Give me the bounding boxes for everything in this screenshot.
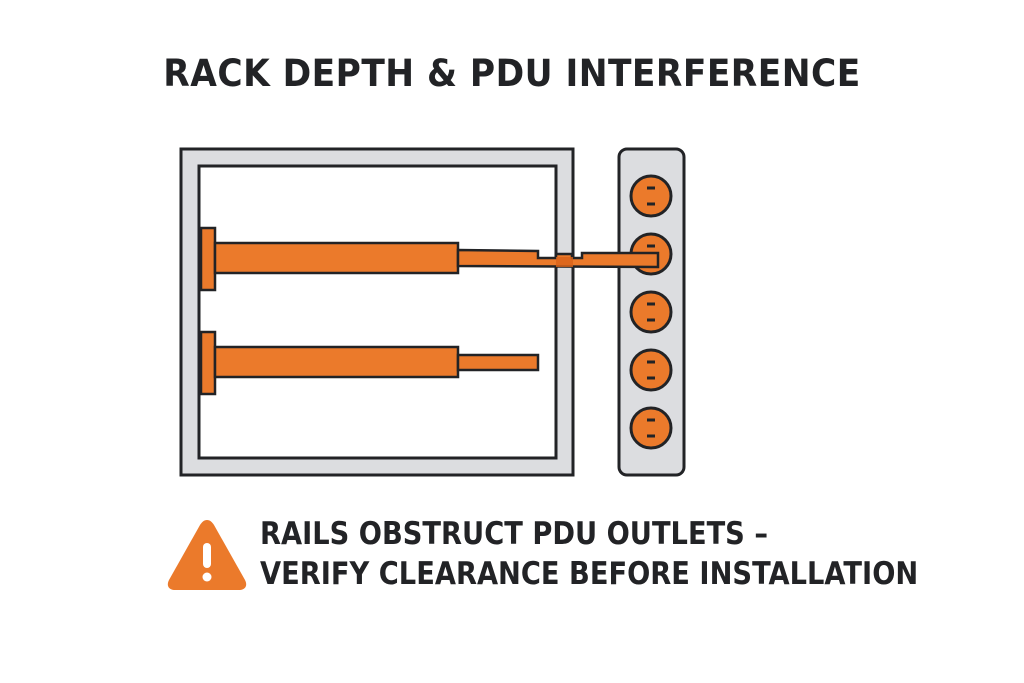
- warning-line-1: RAILS OBSTRUCT PDU OUTLETS –: [260, 516, 768, 552]
- outlet-slot: [647, 202, 655, 206]
- lower-rail-body: [213, 345, 460, 379]
- pdu-outlet: [629, 406, 673, 450]
- warning-message: RAILS OBSTRUCT PDU OUTLETS – VERIFY CLEA…: [260, 514, 918, 594]
- diagram-title: RACK DEPTH & PDU INTERFERENCE: [163, 52, 861, 95]
- outlet-slot: [647, 318, 655, 322]
- warning-triangle-icon: [167, 520, 247, 590]
- upper-rail: [199, 226, 660, 292]
- outlet-slot: [647, 434, 655, 438]
- pdu-outlet: [629, 290, 673, 334]
- warning-line-2: VERIFY CLEARANCE BEFORE INSTALLATION: [260, 556, 919, 592]
- outlet-slot: [647, 418, 655, 422]
- rack-inner-opening: [197, 164, 558, 460]
- pdu-outlet: [629, 348, 673, 392]
- rack-frame: [179, 147, 575, 477]
- outlet-slot: [647, 244, 655, 248]
- upper-rail-bracket: [199, 226, 217, 292]
- lower-rail: [199, 330, 540, 396]
- outlet-slot: [647, 186, 655, 190]
- outlet-face: [629, 290, 673, 334]
- lower-rail-extension: [456, 353, 540, 372]
- outlet-slot: [647, 376, 655, 380]
- lower-rail-bracket: [199, 330, 217, 396]
- outlet-slot: [647, 302, 655, 306]
- pdu-strip: [617, 147, 686, 477]
- upper-rail-body: [213, 241, 460, 275]
- outlet-face: [629, 406, 673, 450]
- outlet-face: [629, 174, 673, 218]
- outlet-face: [629, 348, 673, 392]
- pdu-outlet: [629, 174, 673, 218]
- rail-overlap-marker: [556, 257, 573, 267]
- outlet-slot: [647, 360, 655, 364]
